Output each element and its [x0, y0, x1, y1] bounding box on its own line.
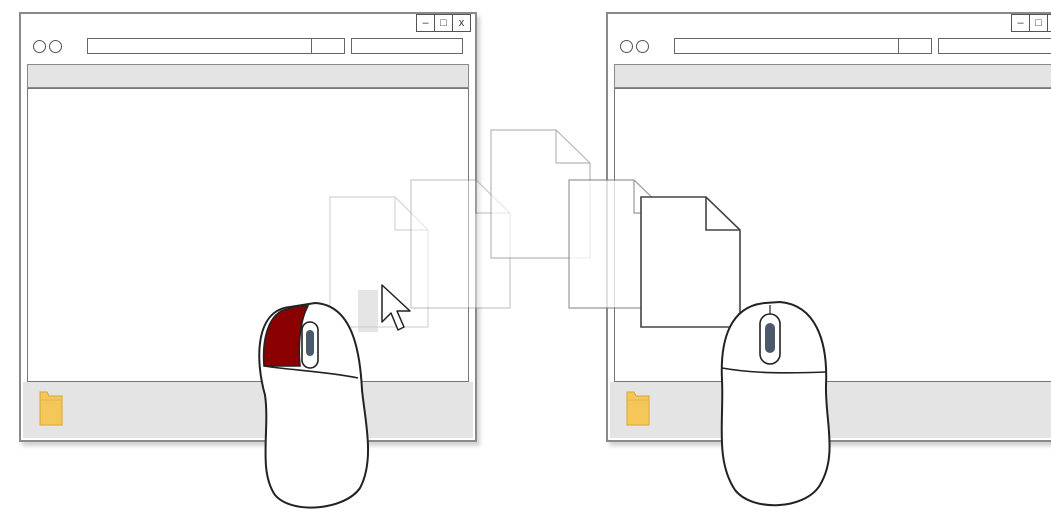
minimize-button[interactable]: –: [422, 17, 429, 29]
mouse-pressed: [258, 301, 369, 509]
close-button[interactable]: x: [1047, 15, 1051, 31]
maximize-button[interactable]: □: [1029, 15, 1047, 31]
file-icon[interactable]: [640, 196, 741, 328]
forward-button[interactable]: [49, 40, 62, 53]
source-window: – □ x: [19, 12, 477, 442]
drag-shadow: [358, 290, 378, 332]
folder-icon: [626, 391, 650, 426]
back-button[interactable]: [620, 40, 633, 53]
folder-icon: [39, 391, 63, 426]
window-controls: – □ x: [1011, 14, 1051, 32]
address-bar[interactable]: [87, 38, 345, 54]
nav-buttons: [620, 40, 649, 53]
file-ghost: [410, 179, 511, 309]
details-pane: [610, 382, 1051, 438]
back-button[interactable]: [33, 40, 46, 53]
nav-buttons: [33, 40, 62, 53]
arrow-cursor: [381, 284, 411, 331]
toolbar: [27, 64, 469, 88]
forward-button[interactable]: [636, 40, 649, 53]
content-pane[interactable]: [27, 88, 469, 382]
window-controls: – □ x: [416, 14, 471, 32]
close-button[interactable]: x: [452, 15, 470, 31]
search-box[interactable]: [938, 38, 1051, 54]
maximize-button[interactable]: □: [434, 15, 452, 31]
search-box[interactable]: [351, 38, 463, 54]
address-dropdown[interactable]: [311, 39, 312, 53]
minimize-button[interactable]: –: [1017, 17, 1024, 29]
title-bar: – □ x: [21, 14, 475, 60]
mouse-released: [720, 300, 831, 507]
file-ghost: [329, 196, 429, 328]
address-bar[interactable]: [674, 38, 932, 54]
title-bar: – □ x: [608, 14, 1051, 60]
left-button-pressed: [262, 304, 310, 367]
details-pane: [23, 382, 473, 438]
toolbar: [614, 64, 1051, 88]
address-dropdown[interactable]: [898, 39, 899, 53]
